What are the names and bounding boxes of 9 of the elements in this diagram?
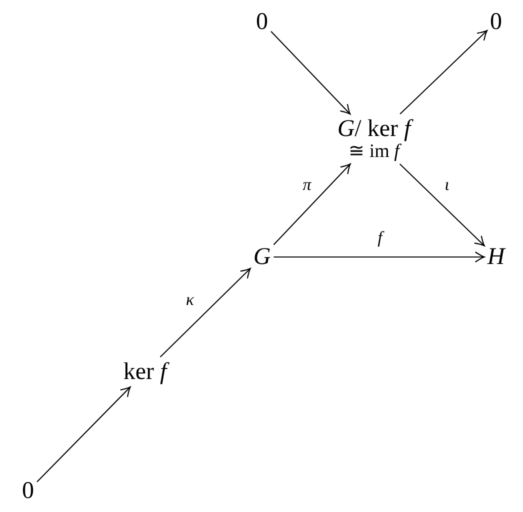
math-expression: 0: [22, 478, 34, 504]
math-expression: G: [253, 244, 271, 270]
math-expression: 0: [490, 9, 502, 35]
math-expression: ker f: [123, 359, 167, 385]
math-expression: ≅ im f: [348, 142, 400, 162]
math-expression: H: [487, 244, 505, 270]
edge-label: f: [376, 228, 384, 248]
math-expression: G/ ker f: [337, 116, 411, 142]
math-expression: 0: [256, 9, 268, 35]
